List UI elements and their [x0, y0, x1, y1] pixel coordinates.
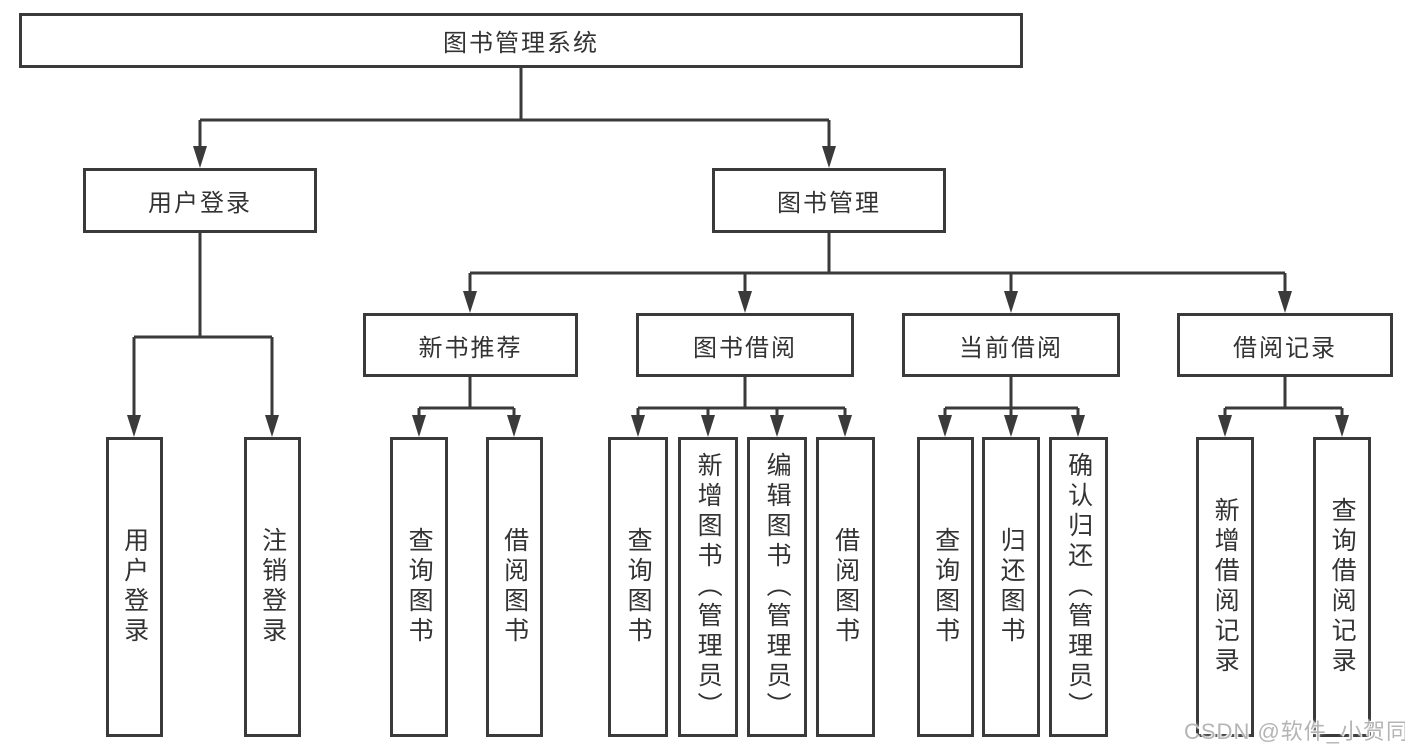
node-borrow-borrow-books: 借阅图书: [816, 437, 875, 737]
node-book-management-label: 图书管理: [777, 190, 881, 217]
node-root-system: 图书管理系统: [19, 13, 1023, 68]
node-borrow-query-books-label: 查询图书: [624, 527, 653, 647]
node-login-user-login: 用户登录: [106, 437, 163, 737]
node-current-query-books-label: 查询图书: [931, 527, 960, 647]
node-record-add-borrow-record: 新增借阅记录: [1196, 437, 1254, 737]
node-login-logout-label: 注销登录: [258, 527, 287, 647]
node-current-borrow: 当前借阅: [902, 313, 1120, 377]
node-new-book-recommend: 新书推荐: [363, 313, 578, 377]
node-newrec-query-books: 查询图书: [390, 437, 448, 737]
node-root-system-label: 图书管理系统: [443, 30, 599, 57]
node-borrow-query-books: 查询图书: [608, 437, 668, 737]
node-borrow-edit-books-admin-label: 编辑图书（管理员）: [763, 452, 792, 722]
node-user-login: 用户登录: [83, 168, 317, 233]
node-record-query-borrow-record: 查询借阅记录: [1313, 437, 1371, 737]
node-current-query-books: 查询图书: [917, 437, 974, 737]
node-current-return-books: 归还图书: [982, 437, 1040, 737]
node-book-management: 图书管理: [712, 168, 946, 233]
node-login-logout: 注销登录: [244, 437, 301, 737]
csdn-watermark: CSDN @软件_小贺同学: [1184, 719, 1405, 744]
node-record-add-borrow-record-label: 新增借阅记录: [1211, 497, 1240, 677]
node-user-login-label: 用户登录: [148, 190, 252, 217]
node-current-confirm-return-admin: 确认归还（管理员）: [1049, 437, 1108, 737]
node-borrow-record-label: 借阅记录: [1233, 334, 1337, 362]
node-current-confirm-return-admin-label: 确认归还（管理员）: [1064, 452, 1093, 722]
node-record-query-borrow-record-label: 查询借阅记录: [1328, 497, 1357, 677]
node-current-borrow-label: 当前借阅: [959, 334, 1063, 362]
node-new-book-recommend-label: 新书推荐: [418, 334, 523, 362]
node-newrec-borrow-books-label: 借阅图书: [500, 527, 529, 647]
node-borrow-record: 借阅记录: [1177, 313, 1393, 377]
node-book-borrow-label: 图书借阅: [693, 334, 797, 362]
node-newrec-query-books-label: 查询图书: [405, 527, 434, 647]
node-borrow-add-books-admin: 新增图书（管理员）: [678, 437, 738, 737]
node-newrec-borrow-books: 借阅图书: [486, 437, 543, 737]
node-borrow-borrow-books-label: 借阅图书: [831, 527, 860, 647]
node-current-return-books-label: 归还图书: [997, 527, 1026, 647]
node-borrow-add-books-admin-label: 新增图书（管理员）: [694, 452, 723, 722]
node-book-borrow: 图书借阅: [636, 313, 854, 377]
node-borrow-edit-books-admin: 编辑图书（管理员）: [747, 437, 807, 737]
node-login-user-login-label: 用户登录: [120, 527, 149, 647]
